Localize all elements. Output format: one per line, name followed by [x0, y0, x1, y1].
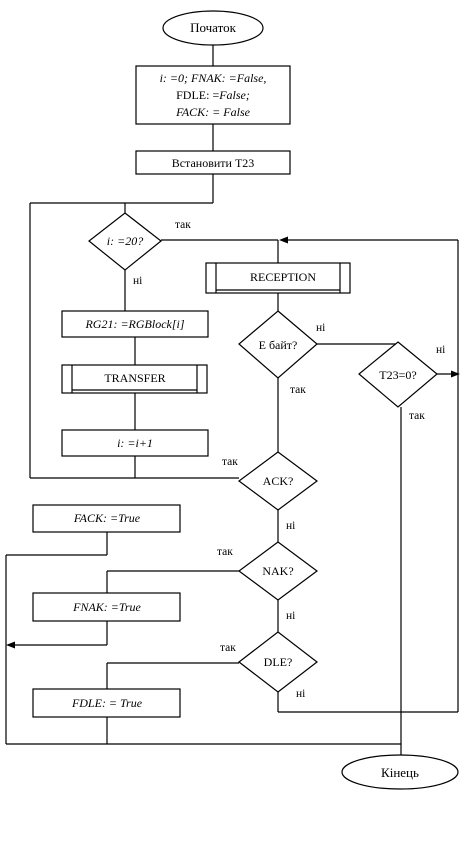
increment-label: i: =i+1: [117, 436, 153, 450]
init-line-2-plain: FDLE: =: [176, 88, 219, 102]
label-ack-no: ні: [286, 520, 295, 532]
set-fack-label: FACK: =True: [73, 511, 141, 525]
assign-rg21-box: RG21: =RGBlock[i]: [61, 310, 209, 338]
start-label: Початок: [190, 20, 237, 35]
edge-labels: так ні ні так ні так так ні так ні так н…: [133, 219, 445, 700]
label-byte-no: ні: [316, 322, 325, 334]
transfer-subprocess: TRANSFER: [61, 364, 208, 394]
set-timer-box: Встановити Т23: [135, 150, 291, 175]
label-byte-yes: так: [290, 384, 306, 396]
set-timer-label: Встановити Т23: [172, 156, 255, 170]
set-fack-box: FACK: =True: [32, 504, 181, 533]
arrowhead-timer-no: [451, 370, 460, 378]
label-loop-yes: так: [175, 219, 191, 231]
connector-lines: [5, 45, 460, 761]
init-line-2: FDLE: =False;: [176, 88, 250, 102]
label-ack-yes: так: [222, 456, 238, 468]
assign-rg21-label: RG21: =RGBlock[i]: [84, 317, 184, 331]
start-terminator: Початок: [162, 10, 264, 46]
nak-check-decision: NAK?: [237, 541, 319, 601]
init-line-3: FACK: = False: [175, 105, 251, 119]
init-line-1-plain: i: =0;: [160, 71, 191, 85]
set-fdle-box: FDLE: = True: [32, 688, 181, 718]
label-dle-yes: так: [220, 642, 236, 654]
byte-check-label: Е байт?: [259, 338, 298, 352]
label-dle-no: ні: [296, 688, 305, 700]
dle-check-label: DLE?: [264, 655, 293, 669]
label-timer-no: ні: [436, 344, 445, 356]
label-loop-no: ні: [133, 275, 142, 287]
timer-check-label: Т23=0?: [379, 368, 416, 382]
reception-label: RECEPTION: [250, 270, 316, 284]
transfer-label: TRANSFER: [104, 371, 165, 385]
increment-box: i: =i+1: [61, 429, 209, 457]
arrowhead-timer-return: [279, 236, 288, 244]
label-nak-yes: так: [217, 546, 233, 558]
arrowhead-fnak-merge: [6, 641, 15, 649]
init-process-box: i: =0; FNAK: =False, FDLE: =False; FACK:…: [135, 65, 291, 125]
set-fnak-label: FNAK: =True: [72, 600, 141, 614]
init-line-1-italic: FNAK: =False,: [190, 71, 266, 85]
ack-check-decision: ACK?: [237, 451, 319, 511]
byte-check-decision: Е байт?: [238, 310, 318, 379]
end-terminator: Кінець: [341, 754, 459, 790]
label-timer-yes: так: [409, 410, 425, 422]
set-fnak-box: FNAK: =True: [32, 592, 181, 622]
loop-check-decision: i: =20?: [88, 212, 162, 271]
init-line-2-italic: False;: [218, 88, 250, 102]
set-fdle-label: FDLE: = True: [71, 696, 143, 710]
label-nak-no: ні: [286, 610, 295, 622]
nak-check-label: NAK?: [262, 564, 293, 578]
init-line-1: i: =0; FNAK: =False,: [160, 71, 267, 85]
timer-check-decision: Т23=0?: [358, 341, 438, 408]
loop-check-label: i: =20?: [107, 234, 143, 248]
end-label: Кінець: [381, 765, 419, 780]
reception-subprocess: RECEPTION: [205, 262, 351, 294]
dle-check-decision: DLE?: [238, 631, 318, 693]
ack-check-label: ACK?: [263, 474, 294, 488]
